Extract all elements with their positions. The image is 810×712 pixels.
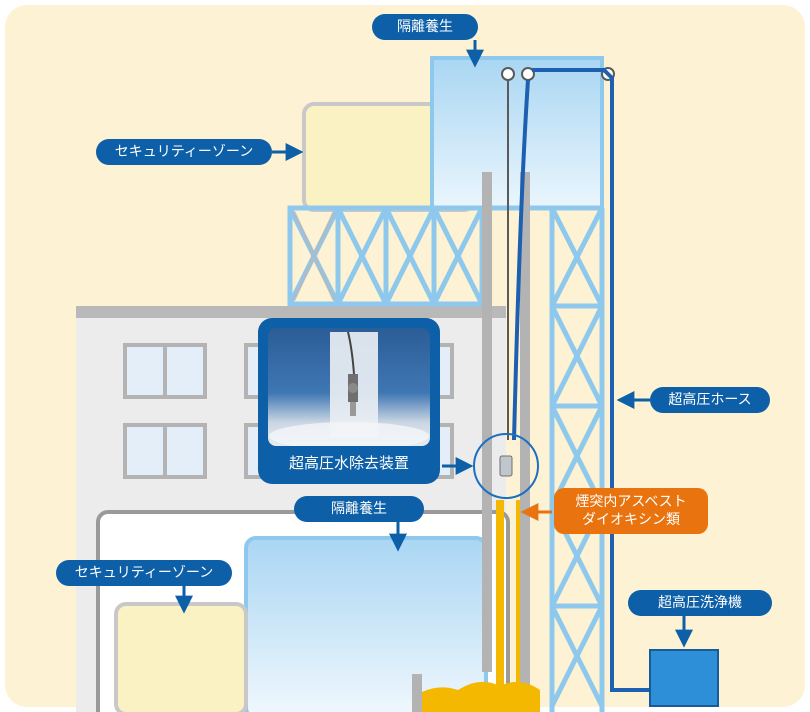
device-callout-circle xyxy=(473,433,539,499)
security-zone-lower-label: セキュリティーゾーン xyxy=(56,560,232,586)
high-pressure-washer-label: 超高圧洗浄機 xyxy=(628,590,772,616)
photo-illustration xyxy=(269,331,429,446)
chimney xyxy=(482,172,530,712)
hose-in-chimney xyxy=(512,79,530,441)
high-pressure-hose-label: 超高圧ホース xyxy=(650,387,770,413)
removal-device-label: 超高圧水除去装置 xyxy=(288,454,409,472)
lower-isolation-enclosure xyxy=(244,536,488,712)
asbestos-dioxin-label: 煙突内アスベスト ダイオキシン類 xyxy=(554,488,708,534)
washer-unit xyxy=(649,649,719,707)
top-isolation-enclosure xyxy=(430,56,604,210)
security-zone-lower-box xyxy=(114,602,248,712)
middle-isolation-label: 隔離養生 xyxy=(294,496,424,522)
removal-device-photo-card: 超高圧水除去装置 xyxy=(258,318,440,484)
residue-pile xyxy=(422,681,540,712)
high-pressure-hose-line xyxy=(532,68,650,692)
removal-device-photo xyxy=(268,328,430,446)
security-zone-upper-label: セキュリティーゾーン xyxy=(96,139,272,165)
top-isolation-label: 隔離養生 xyxy=(372,14,478,40)
nozzle-device xyxy=(499,455,513,477)
